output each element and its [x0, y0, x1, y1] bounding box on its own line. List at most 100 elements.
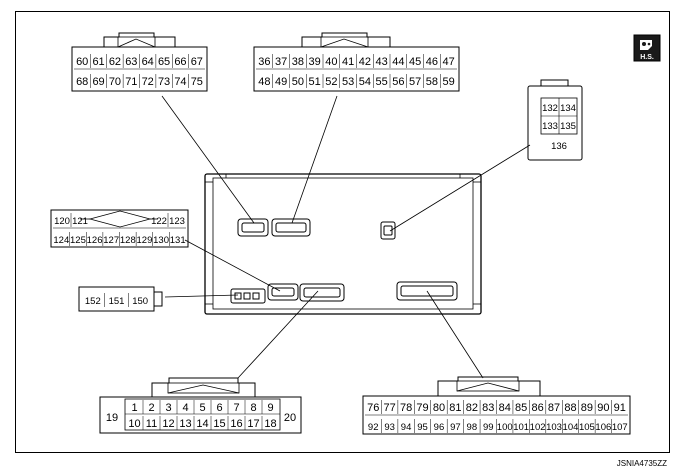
pin-number: 12: [162, 418, 174, 430]
pin-number: 72: [142, 76, 154, 88]
pin-number: 8: [250, 402, 256, 414]
pin-number: 95: [417, 422, 428, 433]
leader-lines: [161, 95, 531, 379]
pin-number: 130: [153, 235, 169, 246]
unit-sockets: [230, 218, 458, 304]
pin-number: 120: [54, 216, 70, 227]
socket-right-small: [380, 221, 396, 240]
pin-number: 92: [368, 422, 379, 433]
pin-number: 48: [258, 76, 270, 88]
pin-number: 74: [174, 76, 186, 88]
pin-number: 107: [612, 422, 628, 433]
pin-number: 38: [292, 56, 304, 68]
pin-number: 135: [560, 121, 576, 132]
pin-number: 6: [216, 402, 222, 414]
pin-number: 14: [196, 418, 208, 430]
pin-number: 123: [169, 216, 185, 227]
pin-number: 37: [275, 56, 287, 68]
pin-number: 90: [597, 402, 609, 414]
hs-icon-label: H.S.: [640, 54, 654, 61]
pin-number: 99: [483, 422, 494, 433]
control-unit: [204, 173, 482, 315]
pin-number: 11: [146, 418, 157, 430]
pin-number: 52: [325, 76, 337, 88]
pin-number: 16: [230, 418, 242, 430]
pin-number: 79: [416, 402, 428, 414]
pin-number: 3: [165, 402, 171, 414]
pin-number: 60: [76, 56, 88, 68]
pin-number: 133: [542, 121, 558, 132]
pin-number: 58: [426, 76, 438, 88]
pin-number: 46: [426, 56, 438, 68]
socket-left-middle: [267, 283, 299, 301]
pin-number: 101: [513, 422, 529, 433]
pin-number: 105: [579, 422, 595, 433]
pin-number: 84: [499, 402, 511, 414]
socket-bottom-left: [299, 283, 345, 302]
pin-number: 88: [564, 402, 576, 414]
pin-number: 78: [400, 402, 412, 414]
pin-number: 18: [264, 418, 276, 430]
pin-number: 124: [53, 235, 69, 246]
pin-number: 45: [409, 56, 421, 68]
pin-number: 97: [450, 422, 461, 433]
pin-number: 40: [325, 56, 337, 68]
pin-number: 50: [292, 76, 304, 88]
pin-number: 49: [275, 76, 287, 88]
pin-number: 56: [392, 76, 404, 88]
pin-number: 44: [392, 56, 404, 68]
pin-number: 51: [309, 76, 321, 88]
socket-top-middle: [271, 218, 311, 237]
pin-number: 132: [542, 103, 558, 114]
pin-number: 98: [467, 422, 478, 433]
socket-top-left: [237, 218, 269, 237]
pin-number: 85: [515, 402, 527, 414]
pin-number: 62: [109, 56, 121, 68]
pin-number: 39: [309, 56, 321, 68]
pin-number: 47: [443, 56, 455, 68]
pin-number: 36: [258, 56, 270, 68]
pin-number: 55: [376, 76, 388, 88]
pin-number: 65: [158, 56, 170, 68]
pin-number: 77: [384, 402, 396, 414]
pin-number: 64: [142, 56, 154, 68]
pin-number: 136: [551, 141, 567, 152]
pin-number: 1: [131, 402, 137, 414]
pin-number: 43: [376, 56, 388, 68]
pin-number: 71: [125, 76, 137, 88]
pin-number: 57: [409, 76, 421, 88]
pin-number: 152: [85, 296, 101, 307]
pin-number: 104: [563, 422, 579, 433]
socket-left-small: [230, 288, 266, 304]
pin-number: 93: [384, 422, 395, 433]
pin-number: 83: [482, 402, 494, 414]
pin-number: 75: [191, 76, 203, 88]
pin-number: 20: [284, 412, 296, 424]
pin-number: 67: [191, 56, 203, 68]
pin-number: 100: [497, 422, 513, 433]
socket-bottom-right: [396, 281, 458, 301]
pin-number: 122: [151, 216, 167, 227]
pin-number: 103: [546, 422, 562, 433]
pin-number: 54: [359, 76, 371, 88]
pin-number: 2: [148, 402, 154, 414]
pin-number: 86: [531, 402, 543, 414]
pin-number: 128: [120, 235, 136, 246]
pin-number: 80: [433, 402, 445, 414]
pin-number: 9: [267, 402, 273, 414]
pin-number: 4: [182, 402, 188, 414]
pin-number: 7: [233, 402, 239, 414]
pin-number: 76: [367, 402, 379, 414]
pin-number: 70: [109, 76, 121, 88]
pin-number: 42: [359, 56, 371, 68]
pin-number: 89: [581, 402, 593, 414]
